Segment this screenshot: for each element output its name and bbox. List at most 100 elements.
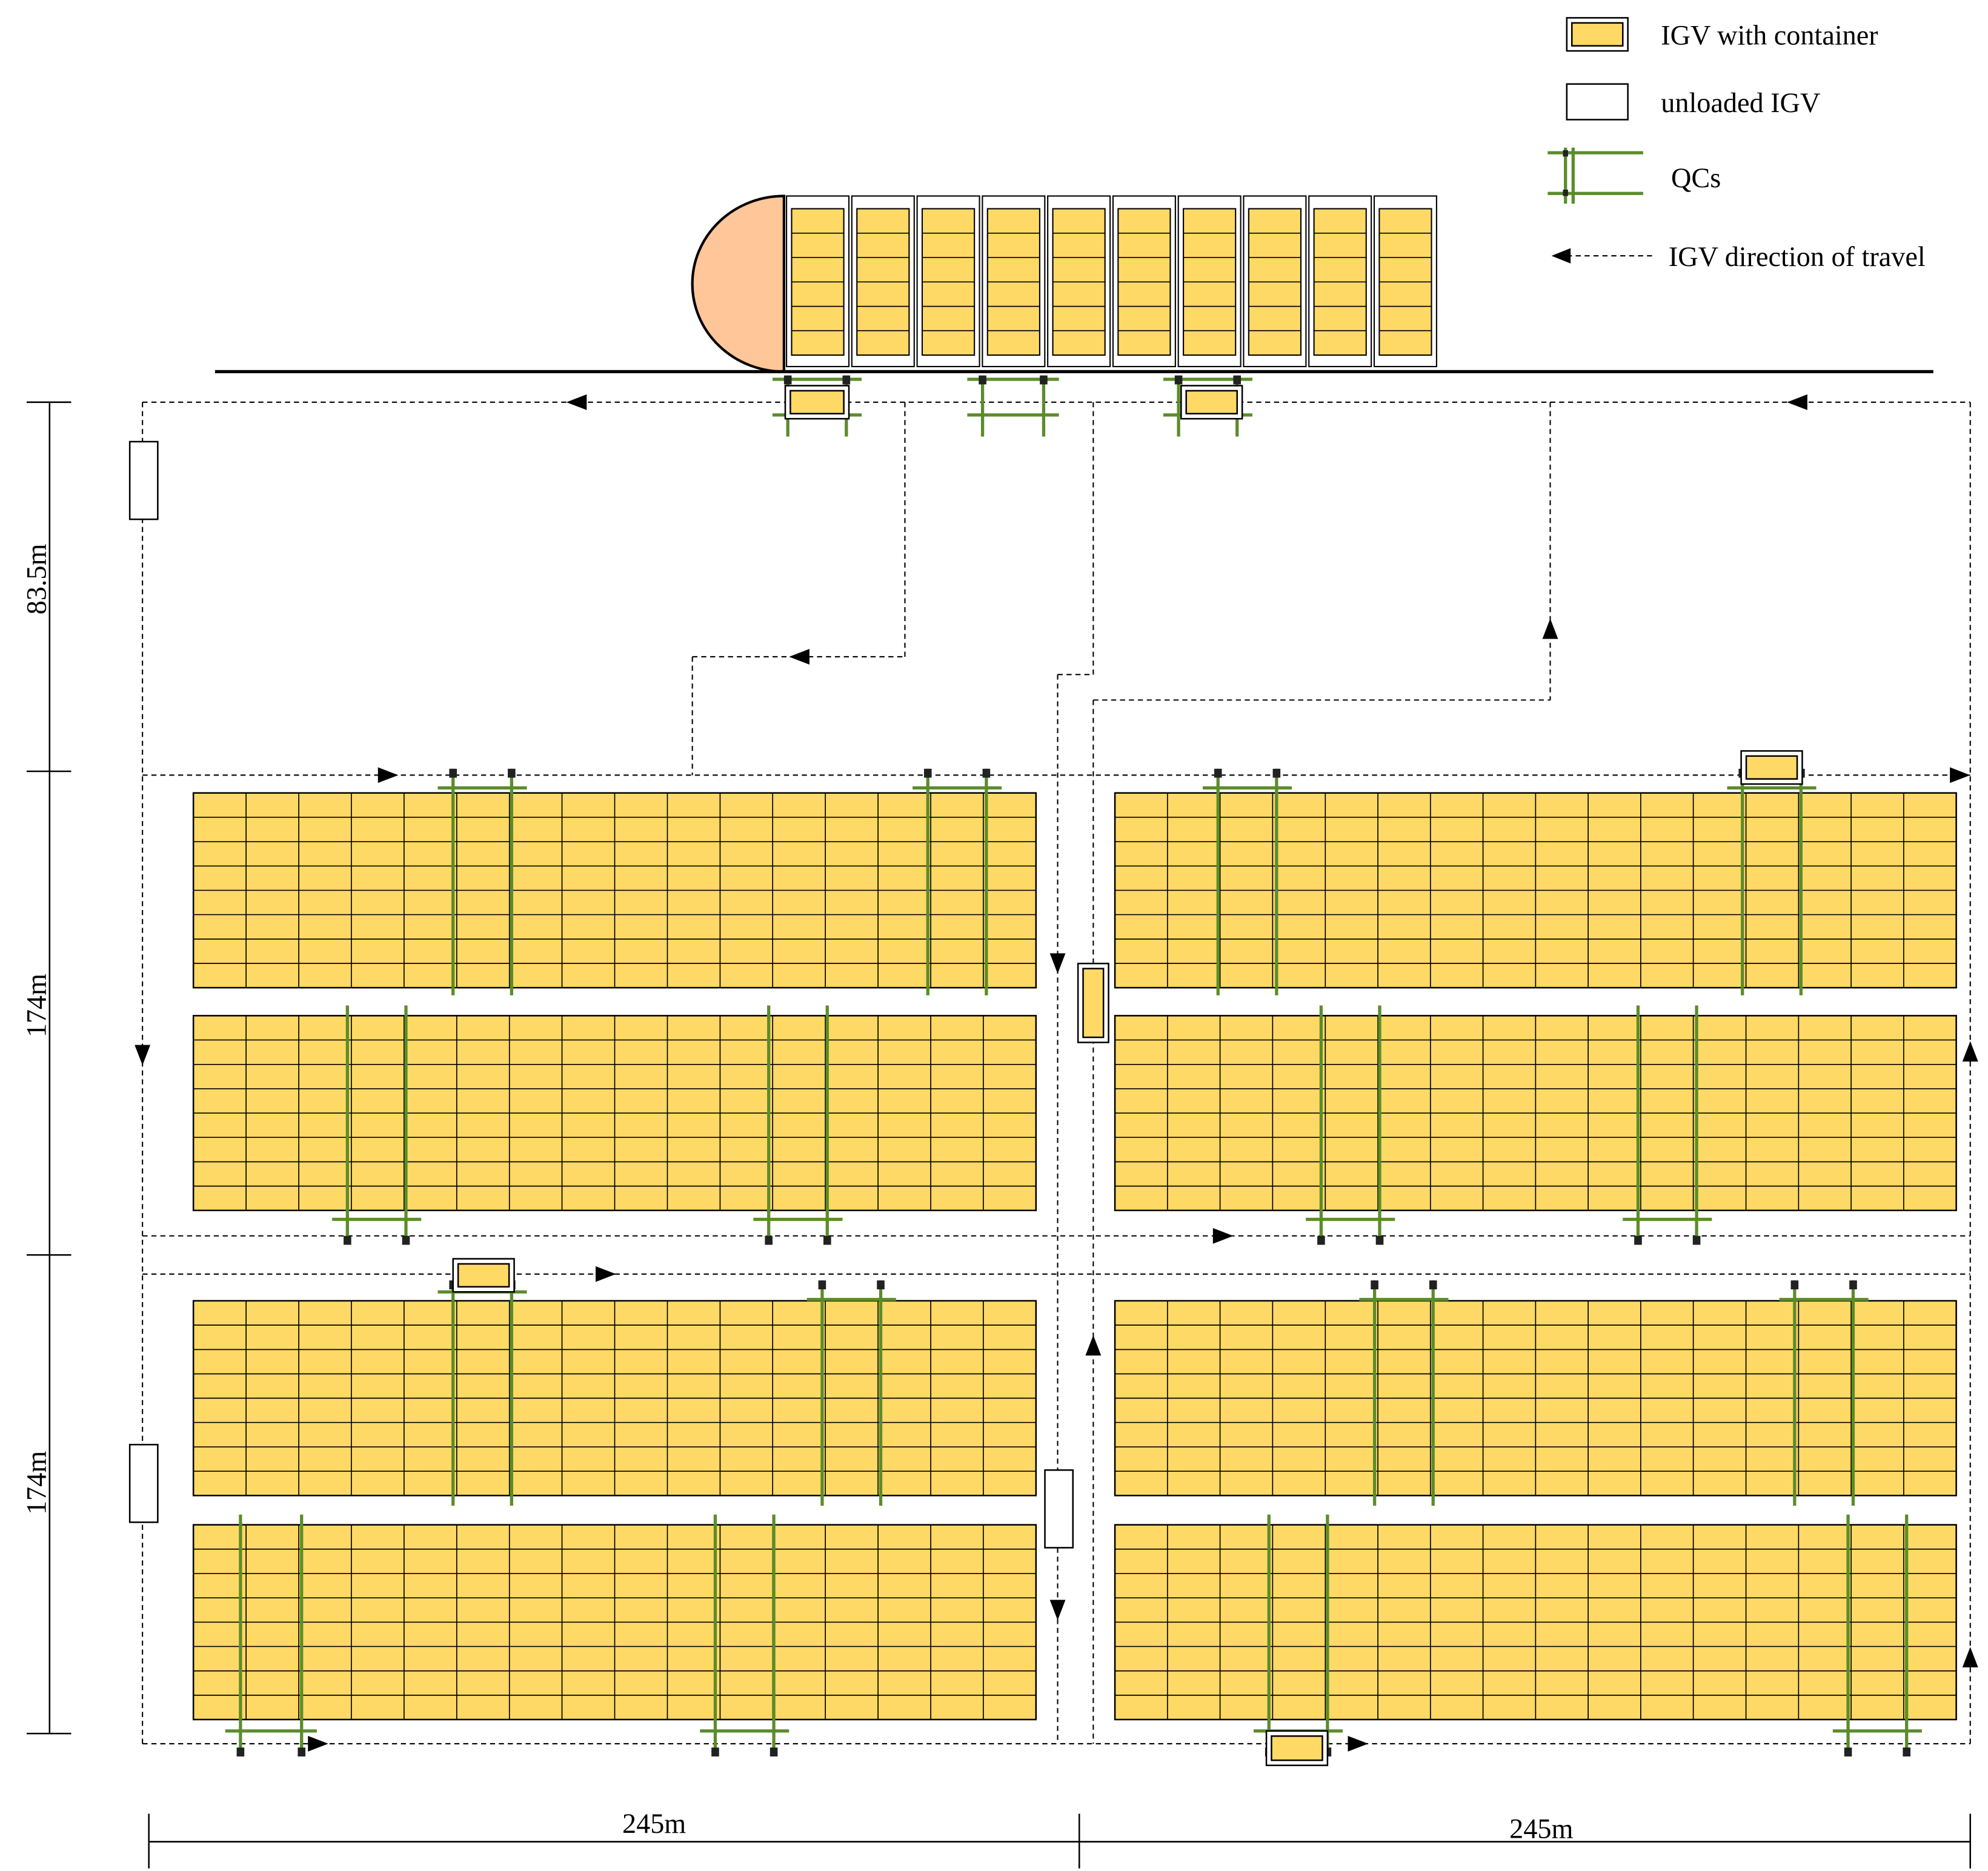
igv-unloaded — [128, 440, 159, 520]
container-grid — [1115, 793, 1956, 988]
igv-loaded — [1180, 385, 1243, 420]
ship-container-rows — [1052, 233, 1105, 331]
yard-crane — [437, 768, 527, 995]
ship-container-rows — [857, 233, 909, 331]
legend-direction-label: IGV direction of travel — [1669, 241, 1926, 272]
yard-crane — [700, 1514, 790, 1756]
igv-unloaded — [1044, 1469, 1074, 1549]
dim-label-174m-upper: 174m — [21, 974, 52, 1037]
dim-label-245m-left: 245m — [622, 1808, 686, 1839]
legend-unloaded-igv-label: unloaded IGV — [1661, 87, 1820, 118]
crane-wheel — [923, 768, 932, 778]
container-grid — [1115, 1300, 1956, 1496]
yard-crane — [1779, 1280, 1869, 1506]
legend-qc-wheel — [1563, 190, 1568, 196]
crane-wheel — [1375, 1235, 1384, 1245]
crane-wheel — [979, 375, 986, 385]
ship-bow — [691, 194, 785, 373]
direction-arrow-icon — [566, 394, 587, 410]
yard-crane — [806, 1280, 896, 1506]
container-grid — [193, 1015, 1036, 1211]
dimension-lines: 83.5m 174m 174m 245m 245m — [21, 401, 1971, 1869]
ship-container-rows — [1379, 233, 1432, 331]
ship-container-rows — [1118, 233, 1171, 331]
direction-arrow-icon — [595, 1266, 616, 1282]
ship — [214, 194, 1933, 374]
crane-wheel — [1634, 1235, 1642, 1245]
crane-wheel — [1692, 1235, 1701, 1245]
ship-container-rows — [1314, 233, 1366, 331]
yard-crane — [1832, 1514, 1922, 1756]
igv-loaded — [452, 1258, 515, 1293]
yard-crane — [1203, 768, 1292, 995]
container-grid — [1115, 1015, 1956, 1211]
ship-container-rows — [791, 233, 844, 331]
crane-wheel — [1174, 375, 1183, 385]
igv-container — [1271, 1735, 1323, 1761]
direction-arrow-icon — [1787, 394, 1807, 410]
dim-label-245m-right: 245m — [1509, 1813, 1573, 1844]
legend-qcs-label: QCs — [1671, 162, 1721, 193]
yard-block — [1114, 1300, 1957, 1497]
direction-arrow-icon — [135, 1045, 151, 1066]
crane-wheel — [508, 768, 516, 778]
yard-block — [1114, 792, 1957, 989]
igv-container — [1185, 390, 1238, 414]
direction-arrow-icon — [1542, 618, 1558, 639]
ship-container-rows — [922, 233, 975, 331]
ship-container-rows — [1183, 233, 1236, 331]
igv-loaded — [1740, 750, 1803, 785]
direction-arrow-icon — [1962, 1647, 1978, 1667]
yard-block — [192, 1524, 1037, 1721]
legend-direction-arrow-icon — [1551, 248, 1571, 264]
crane-wheel — [1272, 768, 1281, 778]
igv-loaded — [1077, 962, 1109, 1043]
direction-arrow-icon — [1348, 1736, 1369, 1752]
ship-container-rows — [987, 233, 1040, 331]
crane-wheel — [823, 1235, 831, 1245]
crane-wheel — [765, 1235, 773, 1245]
igv-container — [1745, 755, 1798, 780]
container-grid — [1115, 1524, 1956, 1720]
direction-arrows — [135, 394, 1978, 1752]
crane-wheel — [1903, 1747, 1910, 1756]
igv-vehicles — [128, 385, 1803, 1766]
yard-crane — [332, 1005, 422, 1245]
crane-wheel — [1233, 375, 1242, 385]
yard-crane — [1306, 1005, 1395, 1245]
container-grid — [193, 793, 1036, 988]
crane-wheel — [236, 1747, 245, 1756]
crane-wheel — [1429, 1280, 1437, 1289]
igv-container — [790, 390, 845, 414]
dim-label-83-5m: 83.5m — [21, 543, 52, 614]
yard-crane — [1359, 1280, 1449, 1506]
crane-wheel — [1371, 1280, 1378, 1289]
legend-qc-icon — [1548, 147, 1643, 204]
direction-arrow-icon — [1085, 1335, 1102, 1356]
crane-wheel — [770, 1747, 778, 1756]
yard-block — [1114, 1524, 1957, 1721]
crane-wheel — [842, 375, 851, 385]
direction-arrow-icon — [308, 1736, 328, 1752]
dim-label-174m-lower: 174m — [21, 1451, 52, 1515]
direction-arrow-icon — [1950, 767, 1970, 783]
legend-unloaded-igv — [1566, 83, 1629, 121]
crane-wheel — [711, 1747, 719, 1756]
crane-wheel — [1214, 768, 1222, 778]
direction-arrow-icon — [1049, 953, 1066, 974]
direction-arrow-icon — [1962, 1041, 1978, 1062]
direction-arrow-icon — [789, 649, 809, 665]
yard-crane — [225, 1514, 317, 1756]
ship-container-rows — [1248, 233, 1301, 331]
direction-arrow-icon — [1049, 1600, 1066, 1621]
igv-container — [457, 1263, 510, 1288]
crane-wheel — [1844, 1747, 1852, 1756]
crane-wheel — [1040, 375, 1048, 385]
crane-wheel — [783, 375, 792, 385]
crane-wheel — [1790, 1280, 1799, 1289]
crane-wheel — [402, 1235, 410, 1245]
yard-crane — [1623, 1005, 1712, 1245]
igv-container — [1082, 968, 1105, 1039]
yard-block — [192, 1015, 1037, 1212]
